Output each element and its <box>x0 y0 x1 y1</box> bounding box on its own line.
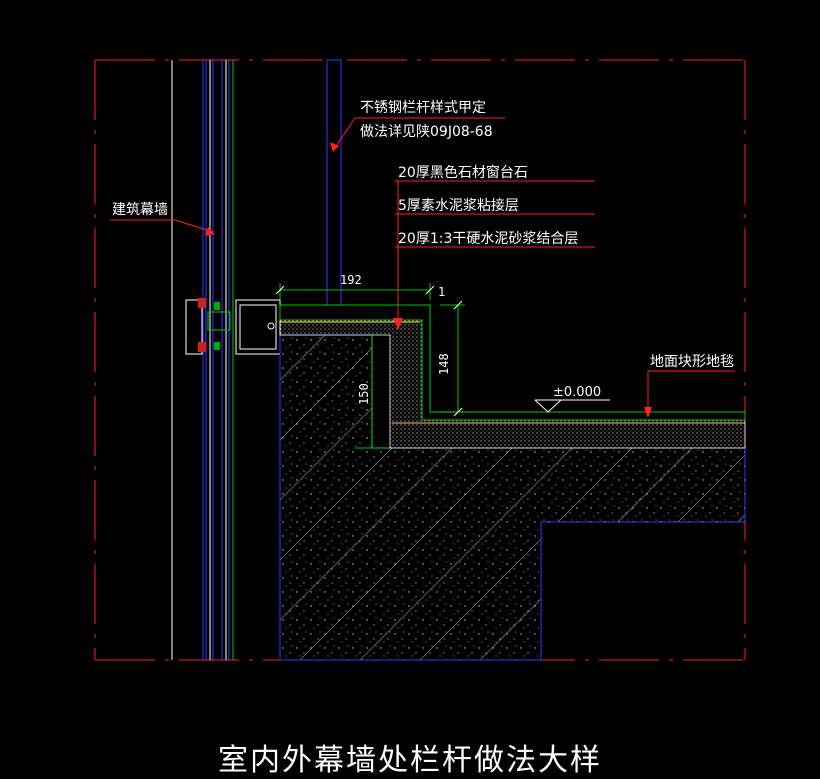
cement-paste-label: 5厚素水泥浆粘接层 <box>398 197 519 214</box>
dimension-lines <box>279 283 465 449</box>
concrete-slab <box>279 334 746 661</box>
drawing-title: 室内外幕墙处栏杆做法大样 <box>218 743 602 778</box>
dimension-ticks <box>275 285 463 417</box>
mortar-bed-label: 20厚1:3干硬水泥砂浆结合层 <box>398 231 578 247</box>
railing-note-line2: 做法详见陕09J08-68 <box>360 124 493 140</box>
curtain-wall-label: 建筑幕墙 <box>112 202 168 218</box>
elevation-marker <box>534 399 610 413</box>
leader-arrows <box>205 142 652 418</box>
curtain-wall <box>171 60 234 660</box>
dim-width-text: 192 <box>340 273 362 287</box>
stone-sill-label: 20厚黑色石材窗台石 <box>398 164 528 181</box>
dim-gap-text: 1 <box>438 285 445 299</box>
carpet-label: 地面块形地毯 <box>650 354 734 370</box>
railing-note-line1: 不锈钢栏杆样式甲定 <box>360 100 486 116</box>
dim-height-left-text: 150 <box>357 383 371 405</box>
elevation-label: ±0.000 <box>553 385 601 400</box>
mullion-profile <box>185 298 281 355</box>
dim-height-right-text: 148 <box>437 353 451 375</box>
railing-post <box>326 59 342 306</box>
sill-layers <box>279 304 746 449</box>
